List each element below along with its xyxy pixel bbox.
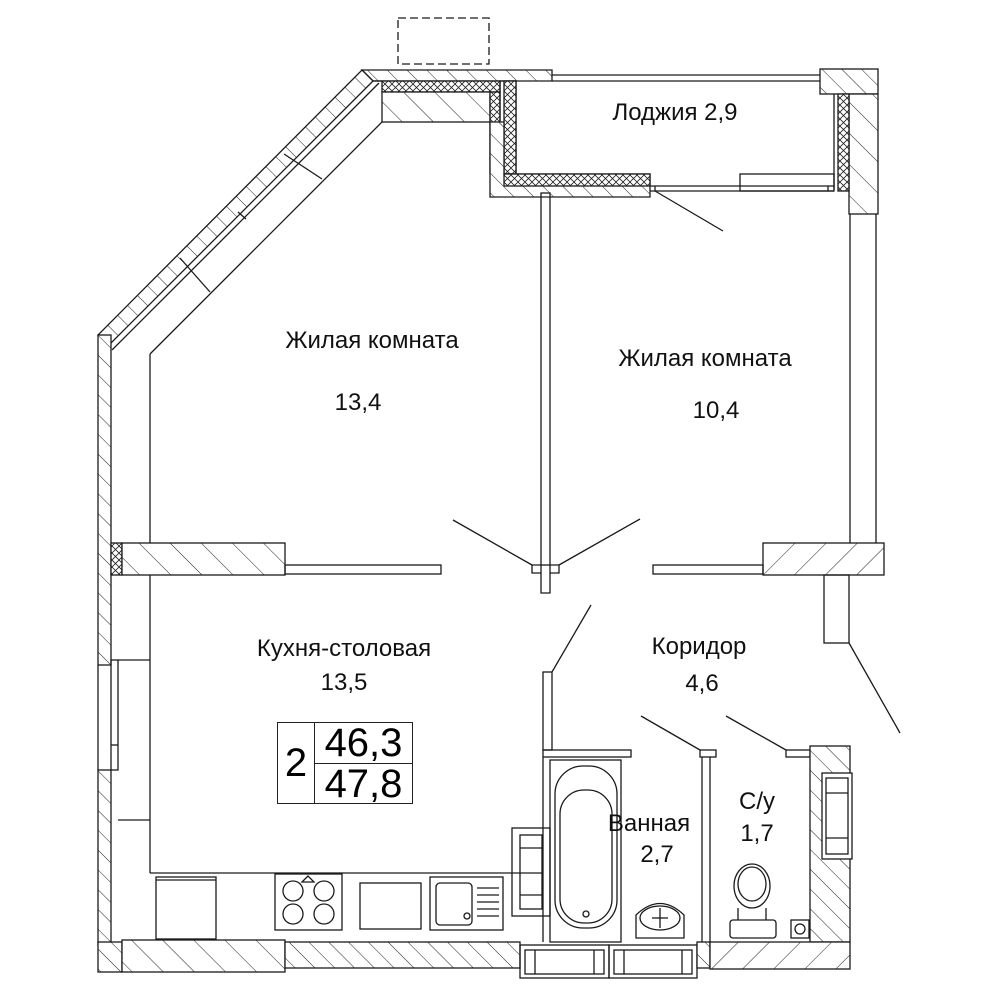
loggia-label: Лоджия 2,9	[612, 99, 738, 126]
living-room-1-area: 13,4	[334, 389, 382, 416]
dishwasher	[359, 882, 422, 930]
rooms-count: 2	[278, 723, 315, 803]
bathroom-sink	[635, 902, 685, 939]
living-area-value: 46,3	[315, 723, 412, 764]
fridge	[155, 876, 217, 940]
kitchen-area: 13,5	[320, 669, 368, 696]
bathroom-area: 2,7	[640, 841, 674, 868]
area-summary-box: 2 46,3 47,8	[277, 722, 413, 804]
toilet	[733, 863, 771, 909]
kitchen-sink	[429, 876, 504, 931]
total-area-value: 47,8	[324, 762, 403, 806]
bathroom-name: Ванная	[607, 810, 691, 837]
corridor-name: Коридор	[651, 633, 747, 660]
living-room-2-name: Жилая комната	[618, 345, 792, 372]
living-room-1-name: Жилая комната	[285, 327, 459, 354]
stove	[274, 873, 343, 931]
living-room-2-area: 10,4	[692, 397, 740, 424]
wc-area: 1,7	[740, 820, 774, 847]
vent-shaft	[397, 17, 490, 65]
wc-name: С/у	[739, 788, 775, 815]
kitchen-name: Кухня-столовая	[256, 635, 432, 662]
corridor-area: 4,6	[685, 670, 719, 697]
